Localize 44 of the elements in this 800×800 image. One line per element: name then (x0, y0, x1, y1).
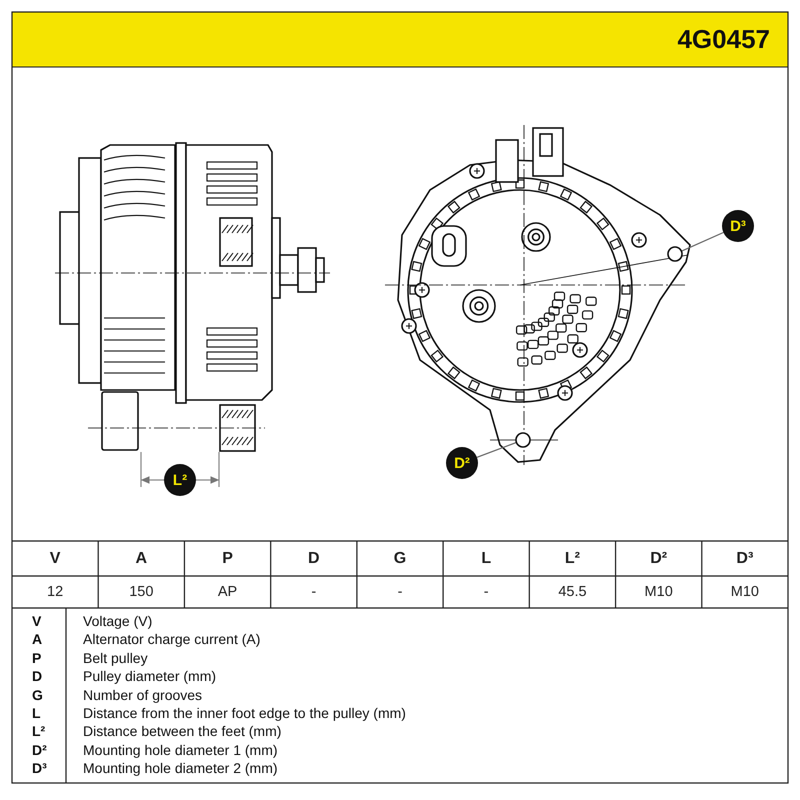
abbreviation: P (32, 650, 42, 666)
table-value: 45.5 (557, 583, 588, 602)
column-header: L (480, 548, 492, 568)
table-value: AP (216, 583, 238, 602)
table-value: - (396, 583, 404, 602)
definition: Voltage (V) (83, 613, 152, 629)
leader-line (476, 442, 517, 458)
abbreviation: L² (32, 723, 46, 740)
column-header: G (392, 548, 408, 568)
dimension-label: L² (164, 464, 196, 496)
table-value: M10 (730, 583, 760, 602)
abbreviation: V (32, 613, 42, 629)
column-header: L² (564, 548, 581, 568)
part-number: 4G0457 (677, 24, 770, 55)
definition: Distance between the feet (mm) (83, 723, 282, 740)
definition: Distance from the inner foot edge to the pulley (mm) (83, 705, 406, 721)
mounting-hole (667, 246, 683, 262)
abbreviation: D (32, 668, 42, 684)
abbreviation: A (32, 631, 42, 648)
column-header: P (221, 548, 234, 568)
table-value: 150 (128, 583, 154, 602)
table-value: - (310, 583, 318, 602)
callout-badge: D³ (722, 210, 754, 242)
definition: Belt pulley (83, 650, 148, 666)
column-header: D³ (735, 548, 754, 568)
abbreviation: D² (32, 742, 47, 758)
definition: Mounting hole diameter 1 (mm) (83, 742, 278, 758)
table-value: M10 (644, 583, 674, 602)
abbreviation: L (32, 705, 41, 721)
column-header: D (306, 548, 321, 568)
definition: Number of grooves (83, 686, 202, 703)
abbreviation: G (32, 686, 43, 703)
callout-badge: D² (446, 447, 478, 479)
definition: Pulley diameter (mm) (83, 668, 216, 684)
abbreviation: D³ (32, 760, 47, 776)
column-header: D² (649, 548, 668, 568)
column-header: V (48, 548, 62, 568)
column-header: A (134, 548, 148, 568)
leader-line (681, 232, 724, 252)
definition: Mounting hole diameter 2 (mm) (83, 760, 278, 776)
table-value: - (482, 583, 490, 602)
mounting-hole (515, 432, 531, 448)
table-value: 12 (46, 583, 64, 602)
definition: Alternator charge current (A) (83, 631, 260, 648)
